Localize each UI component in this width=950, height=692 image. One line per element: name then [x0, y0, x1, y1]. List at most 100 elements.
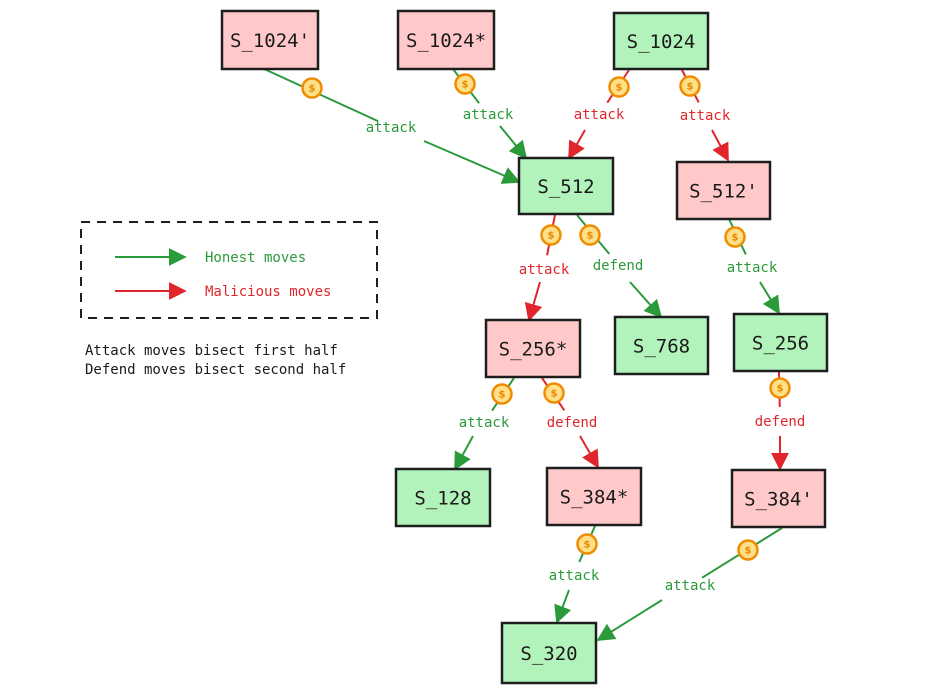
coin-icon: $: [679, 75, 701, 97]
edge-label-attack: attack: [727, 260, 778, 276]
edge-n256s-n384s: $ defend: [541, 377, 599, 469]
node-s-512: S_512: [517, 156, 615, 216]
edge-n512-n256s: $ attack: [519, 214, 570, 322]
node-box: [545, 466, 643, 527]
coin-icon: $: [543, 382, 565, 404]
node-label: S_512': [689, 181, 758, 203]
node-box: [484, 318, 582, 379]
edge-n1024-n512p: $ attack: [679, 69, 731, 162]
svg-text:$: $: [777, 384, 784, 395]
node-label: S_384*: [560, 487, 629, 509]
svg-text:$: $: [584, 540, 591, 551]
node-box: [517, 156, 615, 216]
edge-n1024p-n512: $ attack: [261, 67, 521, 184]
edge-arrow: [568, 129, 586, 160]
node-label: S_256*: [499, 339, 568, 361]
svg-text:$: $: [309, 84, 316, 95]
node-label: S_320: [520, 643, 577, 665]
svg-text:$: $: [745, 546, 752, 557]
node-box: [396, 9, 496, 71]
edge-label-attack: attack: [574, 107, 625, 123]
edges: $ attack $ attack $ attack $ attack $ attack $ defe…: [261, 67, 806, 641]
legend: Honest moves Malicious moves: [80, 221, 378, 319]
edge-arrow: [554, 589, 572, 624]
node-box: [612, 11, 710, 71]
node-s-768: S_768: [613, 315, 710, 376]
edge-n512p-n256: $ attack: [724, 218, 780, 315]
node-box: [675, 160, 772, 221]
node-s-320: S_320: [500, 621, 598, 685]
edge-arrow: [454, 435, 474, 471]
node-box: [732, 312, 829, 373]
coin-icon: $: [608, 76, 630, 98]
legend-honest-label: Honest moves: [205, 250, 306, 266]
node-s-1024: S_1024: [612, 11, 710, 71]
edge-label-defend: defend: [593, 258, 644, 274]
svg-text:$: $: [462, 80, 469, 91]
node-label: S_1024: [627, 31, 696, 53]
edge-arrow: [579, 435, 599, 469]
edge-arrow: [759, 281, 780, 315]
node-s-256: S_256*: [484, 318, 582, 379]
node-s-384: S_384': [730, 468, 827, 529]
coin-icon: $: [491, 383, 513, 405]
edge-n384s-n320: $ attack: [549, 525, 600, 624]
edge-label-attack: attack: [665, 578, 716, 594]
node-label: S_128: [414, 488, 471, 510]
edge-n512-n768: $ defend: [576, 214, 663, 319]
coin-icon: $: [724, 226, 746, 248]
edge-label-defend: defend: [547, 415, 598, 431]
node-s-384: S_384*: [545, 466, 643, 527]
note-attack: Attack moves bisect first half: [85, 343, 338, 359]
edge-label-attack: attack: [459, 415, 510, 431]
edge-label-attack: attack: [680, 108, 731, 124]
node-label: S_1024': [230, 30, 310, 52]
node-label: S_1024*: [406, 30, 486, 52]
edge-label-attack: attack: [519, 262, 570, 278]
coin-icon: $: [769, 377, 791, 399]
node-label: S_384': [744, 489, 813, 511]
svg-text:$: $: [732, 233, 739, 244]
edge-n256-n384p: $ defend: [755, 371, 806, 471]
node-label: S_768: [633, 336, 690, 358]
edge-label-attack: attack: [463, 107, 514, 123]
edge-n1024-n512: $ attack: [568, 69, 630, 160]
edge-label-defend: defend: [755, 414, 806, 430]
node-s-128: S_128: [394, 467, 492, 528]
legend-malicious-label: Malicious moves: [205, 284, 331, 300]
coin-icon: $: [576, 533, 598, 555]
node-box: [220, 9, 320, 71]
edge-arrow: [711, 129, 729, 162]
svg-text:$: $: [616, 83, 623, 94]
svg-text:$: $: [687, 82, 694, 93]
edge-arrow: [629, 281, 663, 319]
coin-icon: $: [301, 77, 323, 99]
node-box: [394, 467, 492, 528]
coin-icon: $: [454, 73, 476, 95]
node-box: [730, 468, 827, 529]
node-label: S_512: [537, 176, 594, 198]
node-label: S_256: [752, 333, 809, 355]
edge-arrow: [499, 125, 528, 160]
edge-arrow: [423, 140, 521, 184]
coin-icon: $: [737, 539, 759, 561]
note-defend: Defend moves bisect second half: [85, 362, 346, 378]
node-box: [613, 315, 710, 376]
coin-icon: $: [540, 224, 562, 246]
edge-n1024s-n512: $ attack: [452, 68, 528, 160]
edge-n256s-n128: $ attack: [454, 377, 515, 471]
node-box: [500, 621, 598, 685]
edge-arrow: [596, 599, 663, 641]
edge-label-attack: attack: [549, 568, 600, 584]
node-s-1024: S_1024': [220, 9, 320, 71]
coin-icon: $: [579, 224, 601, 246]
svg-text:$: $: [587, 231, 594, 242]
edge-arrow: [524, 281, 543, 322]
edge-label-attack: attack: [366, 120, 417, 136]
node-s-1024: S_1024*: [396, 9, 496, 71]
legend-border: [80, 221, 378, 319]
node-s-256: S_256: [732, 312, 829, 373]
svg-text:$: $: [499, 390, 506, 401]
